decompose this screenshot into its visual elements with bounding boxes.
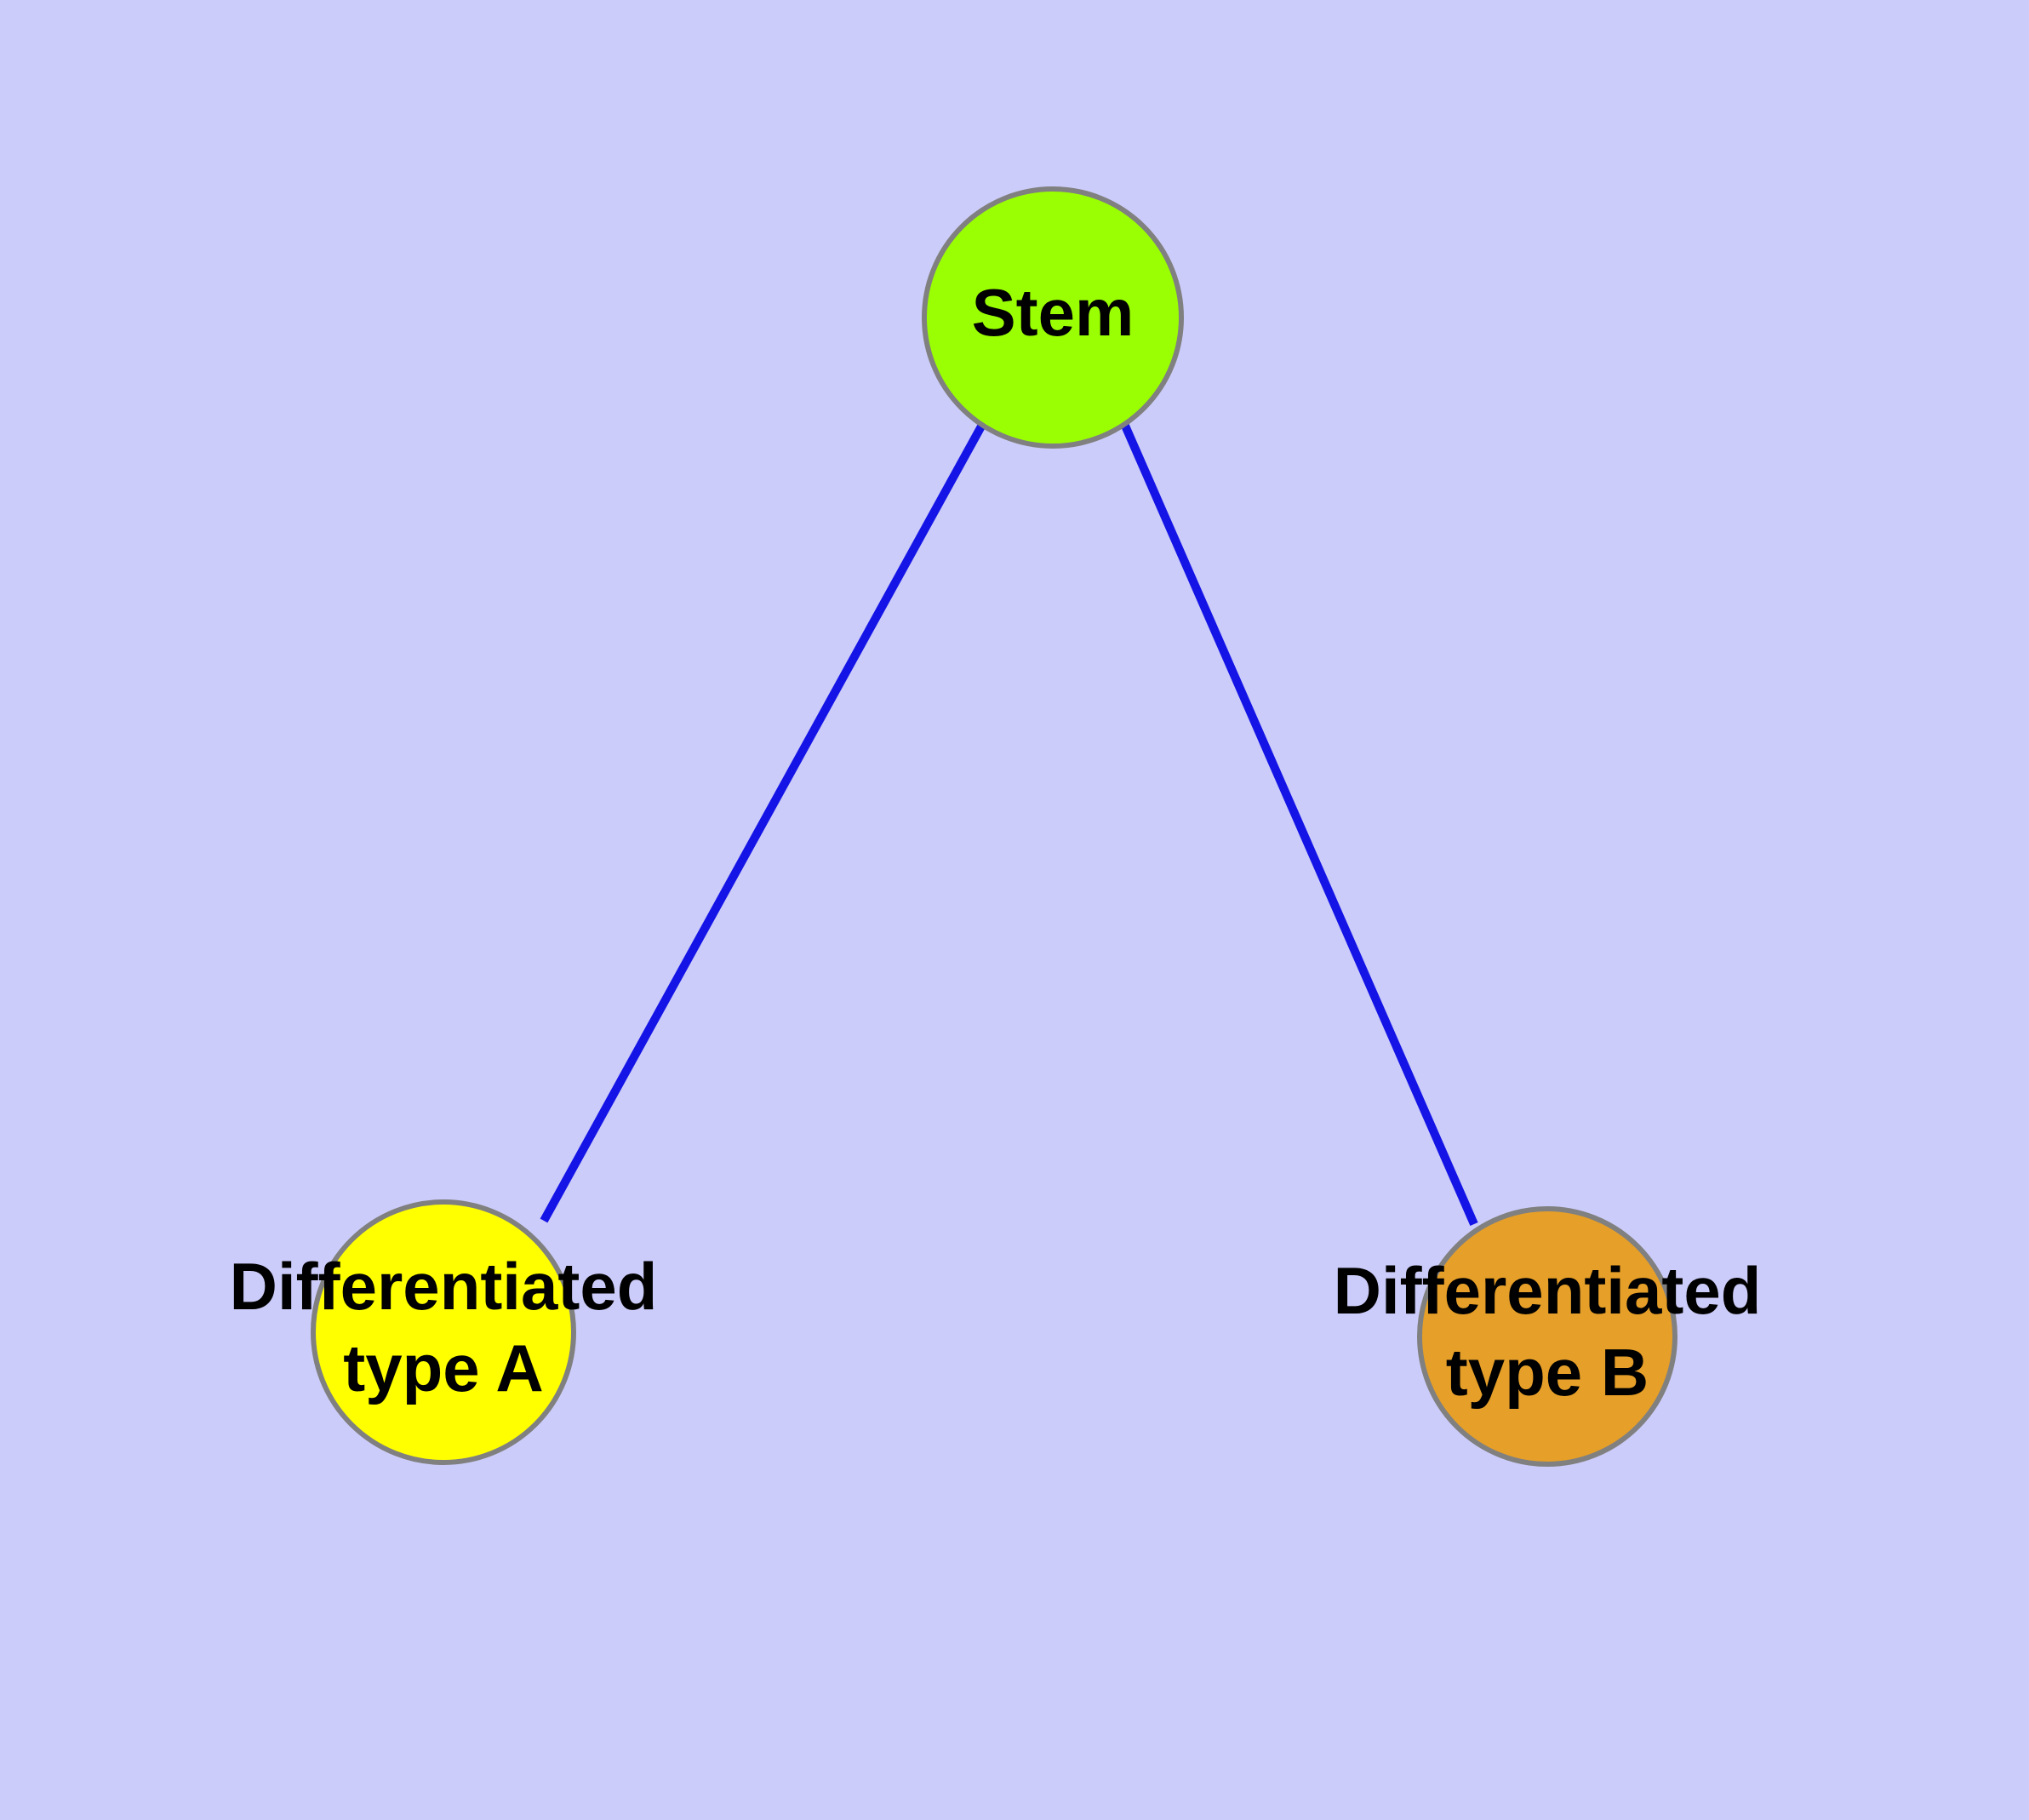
node-label-line: Differentiated xyxy=(230,1249,658,1324)
node-label-line: Differentiated xyxy=(1334,1253,1762,1328)
node-stem[interactable]: Stem xyxy=(922,186,1184,449)
edge-stem-to-diff-b[interactable] xyxy=(1121,423,1478,1227)
node-label-stem: Stem xyxy=(972,275,1135,350)
node-circle-stem[interactable] xyxy=(922,186,1184,449)
node-circle-diff_b[interactable] xyxy=(1417,1206,1677,1467)
node-label-line: type B xyxy=(1446,1335,1649,1410)
node-label-line: Stem xyxy=(972,275,1135,350)
node-circle-diff_a[interactable] xyxy=(311,1199,576,1465)
edge-stem-to-diff-a[interactable] xyxy=(540,422,986,1223)
node-label-line: type A xyxy=(343,1331,544,1405)
edges-layer xyxy=(540,422,1478,1227)
